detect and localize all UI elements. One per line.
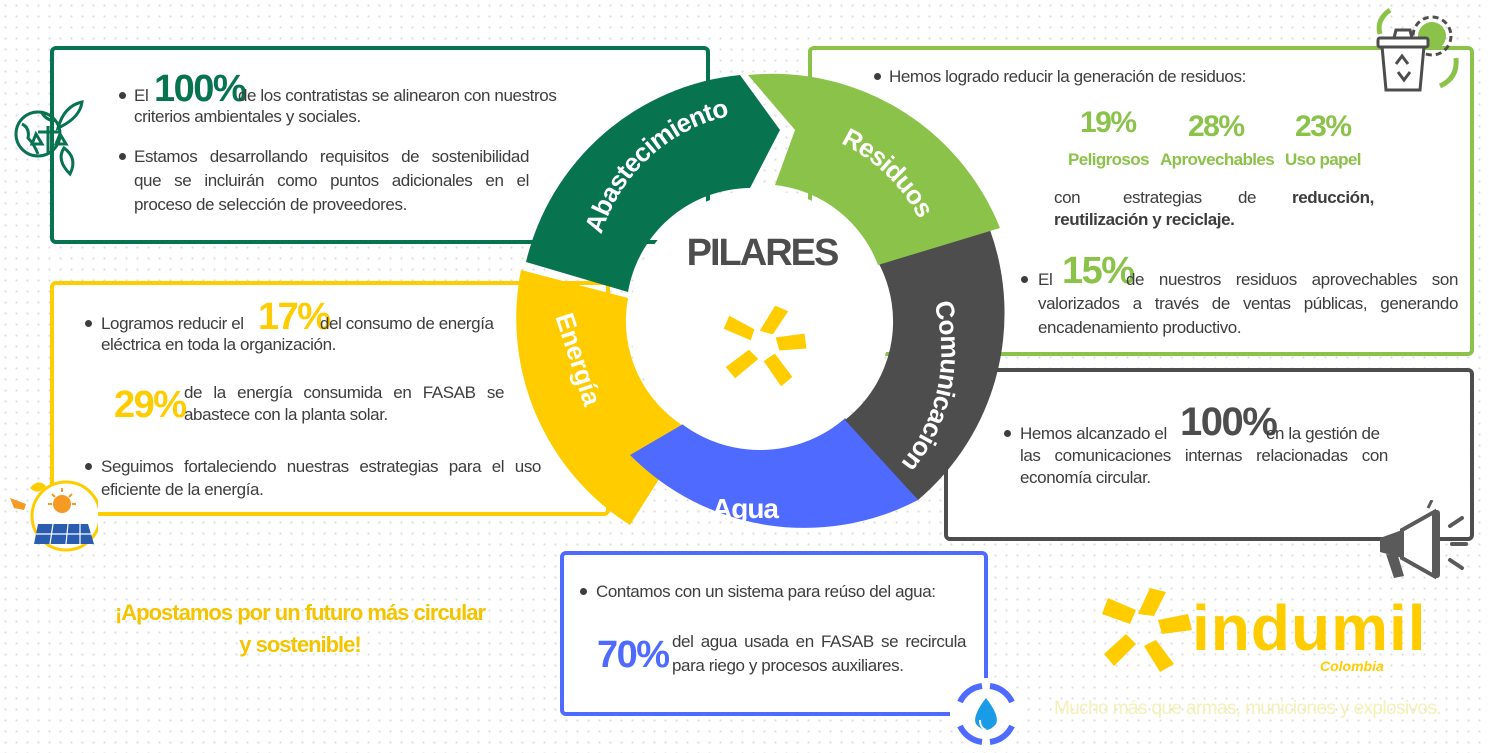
indumil-logo-mark <box>1102 588 1192 672</box>
com-value: 100% <box>1180 400 1278 444</box>
res-stat-3-label: Uso papel <box>1285 150 1361 169</box>
res-strat-1c: de <box>1238 188 1257 207</box>
center-title: PILARES <box>687 232 838 274</box>
water-drop-cycle-icon <box>950 678 1022 750</box>
solar-panel-plug-icon <box>10 480 98 552</box>
res-strat-1a: con <box>1054 188 1081 207</box>
abast-b1-value: 100% <box>154 68 247 110</box>
indumil-pinwheel-icon <box>722 304 808 388</box>
com-pre: Hemos alcanzado el <box>1020 424 1167 443</box>
slogan-line-2: y sostenible! <box>239 632 361 657</box>
energia-b2-1: Seguimos fortaleciendo nuestras estrateg… <box>101 457 541 476</box>
recycle-bin-gear-icon <box>1376 7 1459 92</box>
agua-box <box>560 551 988 716</box>
agua-p-1: del agua usada en FASAB se recircula <box>672 632 966 651</box>
com-line3: economía circular. <box>1020 468 1151 487</box>
energia-b1-rest: del consumo de energía <box>320 314 494 333</box>
res-stat-1-value: 19% <box>1080 106 1137 139</box>
brand-country: Colombia <box>1320 658 1384 674</box>
res-b2-2: valorizados a través de ventas públicas,… <box>1038 294 1458 313</box>
res-b2-rest-1: de nuestros residuos aprovechables son <box>1126 270 1458 289</box>
res-b2-value: 15% <box>1062 250 1135 292</box>
com-line2: las comunicaciones internas relacionadas… <box>1020 446 1388 465</box>
energia-p-1: de la energía consumida en FASAB se <box>184 383 504 402</box>
segment-label-agua: Agua <box>712 493 779 524</box>
res-strat-2: reutilización y reciclaje. <box>1054 210 1235 229</box>
megaphone-icon <box>1380 500 1468 580</box>
agua-value: 70% <box>597 634 670 676</box>
bullet <box>874 73 881 80</box>
agua-intro: Contamos con un sistema para reúso del a… <box>596 582 936 601</box>
brand-tagline: Mucho más que armas, municiones y explos… <box>1054 698 1442 719</box>
bullet <box>580 588 587 595</box>
bullet <box>85 463 92 470</box>
abast-b2-2: que se incluirán como puntos adicionales… <box>134 171 529 190</box>
segment-abastecimiento[interactable] <box>526 75 780 292</box>
segment-residuos[interactable] <box>748 73 1000 265</box>
bullet <box>119 92 126 99</box>
brand-name: indumil <box>1192 592 1427 664</box>
abast-b2-1: Estamos desarrollando requisitos de sost… <box>134 147 529 166</box>
segment-agua[interactable] <box>630 418 918 528</box>
abast-b1-pre: El <box>134 86 149 105</box>
globe-balance-leaf-icon <box>14 100 84 177</box>
slogan-line-1: ¡Apostamos por un futuro más circular <box>114 600 486 625</box>
energia-p-value: 29% <box>114 384 187 426</box>
res-strat-1b: estrategias <box>1123 188 1202 207</box>
segment-comunicaciones[interactable] <box>845 230 1005 500</box>
energia-b2-2: eficiente de la energía. <box>101 480 264 499</box>
com-rest: en la gestión de <box>1266 424 1380 443</box>
bullet <box>119 153 126 160</box>
res-stat-2-value: 28% <box>1188 110 1245 143</box>
res-stat-3-value: 23% <box>1295 110 1352 143</box>
abast-b2-3: proceso de selección de proveedores. <box>134 195 407 214</box>
comunicaciones-box <box>944 368 1474 541</box>
res-stat-2-label: Aprovechables <box>1160 150 1275 169</box>
res-intro: Hemos logrado reducir la generación de r… <box>889 67 1246 86</box>
abast-b1-rest-1: de los contratistas se alinearon con nue… <box>238 86 557 105</box>
bullet <box>85 320 92 327</box>
agua-p-2: para riego y procesos auxiliares. <box>672 656 904 675</box>
energia-b1-value: 17% <box>258 296 331 338</box>
res-b2-3: encadenamiento productivo. <box>1038 318 1242 337</box>
res-b2-pre: El <box>1038 270 1053 289</box>
energia-b1-2: eléctrica en toda la organización. <box>101 335 336 354</box>
energia-p-2: abastece con la planta solar. <box>184 405 388 424</box>
bullet <box>1021 276 1028 283</box>
abast-b1-rest-2: criterios ambientales y sociales. <box>134 107 361 126</box>
res-stat-1-label: Peligrosos <box>1068 150 1150 169</box>
bullet <box>1004 430 1011 437</box>
res-strat-1d: reducción, <box>1292 188 1374 207</box>
energia-b1-pre: Logramos reducir el <box>101 314 244 333</box>
